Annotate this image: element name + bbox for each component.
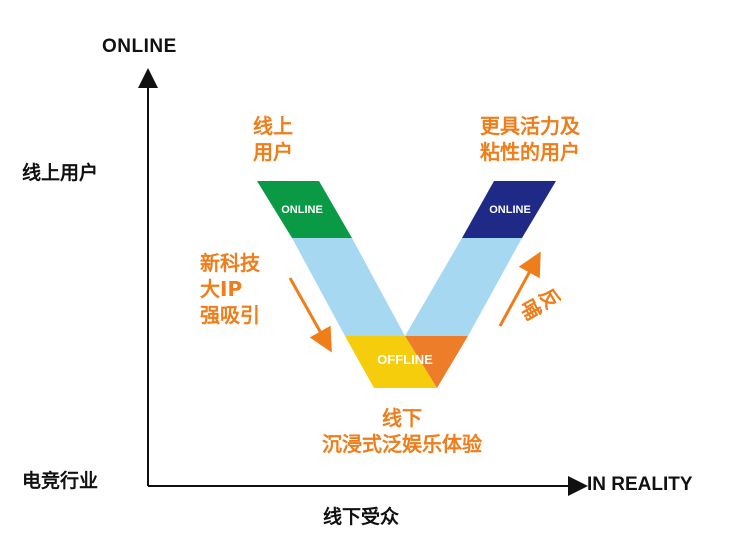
left-arm-band — [292, 238, 405, 336]
offline-segment-orange — [405, 336, 468, 388]
x-axis-right-label: IN REALITY — [587, 474, 693, 495]
y-axis-top-label: ONLINE — [102, 36, 177, 57]
annotation-online-users: 线上 用户 — [253, 114, 293, 164]
x-axis-bottom-label: 线下受众 — [323, 506, 400, 528]
y-axis-lower-label: 电竞行业 — [22, 470, 99, 492]
right-online-segment — [462, 181, 556, 238]
left-online-segment — [257, 181, 352, 238]
left-online-label: ONLINE — [281, 204, 323, 216]
annotation-active-users: 更具活力及 粘性的用户 — [480, 114, 580, 164]
right-arm-band — [405, 238, 522, 336]
down-arrow — [288, 277, 332, 353]
offline-segment-yellow — [345, 336, 437, 388]
up-arrow — [498, 251, 541, 327]
right-online-label: ONLINE — [489, 204, 531, 216]
offline-label: OFFLINE — [377, 352, 433, 367]
annotation-new-tech: 新科技 大IP 强吸引 — [200, 251, 260, 327]
y-axis-upper-label: 线上用户 — [22, 162, 99, 184]
annotation-offline-experience: 线下 沉浸式泛娱乐体验 — [322, 406, 482, 456]
